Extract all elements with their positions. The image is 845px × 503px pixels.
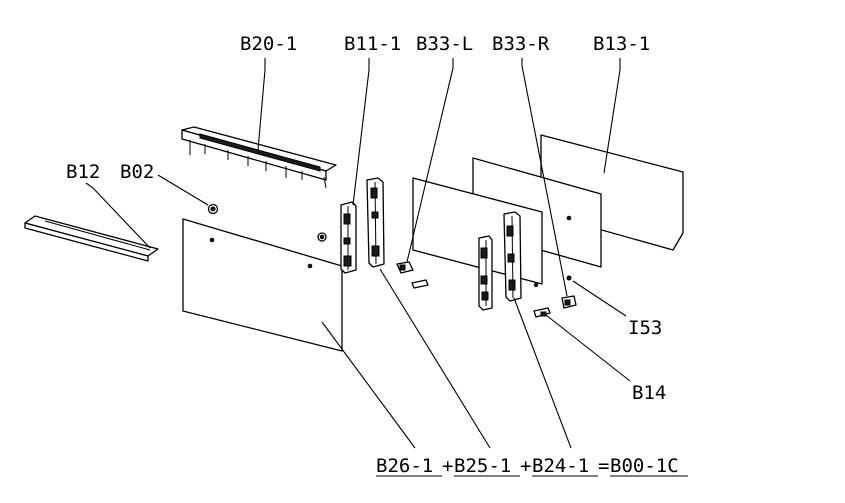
leader-b20-1 <box>257 58 266 151</box>
formula-plus-2: + <box>520 455 531 477</box>
side-profile-b25 <box>366 177 385 268</box>
formula-b00-1c: B00-1C <box>610 455 679 477</box>
label-b12: B12 <box>66 161 100 183</box>
formula-equals: = <box>598 455 609 477</box>
label-b11-1: B11-1 <box>344 33 401 55</box>
bracket-small <box>411 279 429 289</box>
screw-small <box>533 282 539 288</box>
label-b13-1: B13-1 <box>593 33 650 55</box>
leader-b13-1 <box>603 58 621 174</box>
label-b14: B14 <box>632 382 666 404</box>
formula-b24-1: B24-1 <box>532 455 589 477</box>
side-profile-b11-1 <box>340 201 357 274</box>
leader-b14 <box>545 314 631 382</box>
leader-i53 <box>572 280 627 317</box>
screw-i53 <box>566 275 572 281</box>
formula-b26-1: B26-1 <box>376 455 433 477</box>
clip-b14 <box>533 307 551 318</box>
leader-b25-1 <box>379 268 491 449</box>
label-b20-1: B20-1 <box>240 33 297 55</box>
handle-b12 <box>24 215 159 262</box>
label-b33-l: B33-L <box>416 33 473 55</box>
leader-b12 <box>85 182 151 249</box>
panel-b26-1 <box>182 218 343 352</box>
leader-b26-1 <box>321 321 416 449</box>
label-b33-r: B33-R <box>492 33 550 55</box>
inner-profile-left <box>478 235 493 311</box>
formula-b25-1: B25-1 <box>454 455 511 477</box>
knob-small <box>317 232 327 242</box>
leader-b24-1 <box>513 297 572 449</box>
label-b02: B02 <box>120 161 154 183</box>
knob-b02 <box>207 203 219 215</box>
top-rail-b20-1 <box>181 126 337 189</box>
leader-b11-1 <box>352 58 370 206</box>
label-i53: I53 <box>628 317 662 339</box>
inner-profile-right <box>503 211 522 302</box>
assembly-formula: B26-1 + B25-1 + B24-1 = B00-1C <box>376 455 688 477</box>
leader-b33-l <box>406 58 454 263</box>
leader-b02 <box>157 174 209 206</box>
hinge-b33-r <box>561 295 577 309</box>
hinge-b33-l <box>396 261 414 274</box>
leader-b33-r <box>521 58 568 297</box>
formula-plus-1: + <box>442 455 453 477</box>
